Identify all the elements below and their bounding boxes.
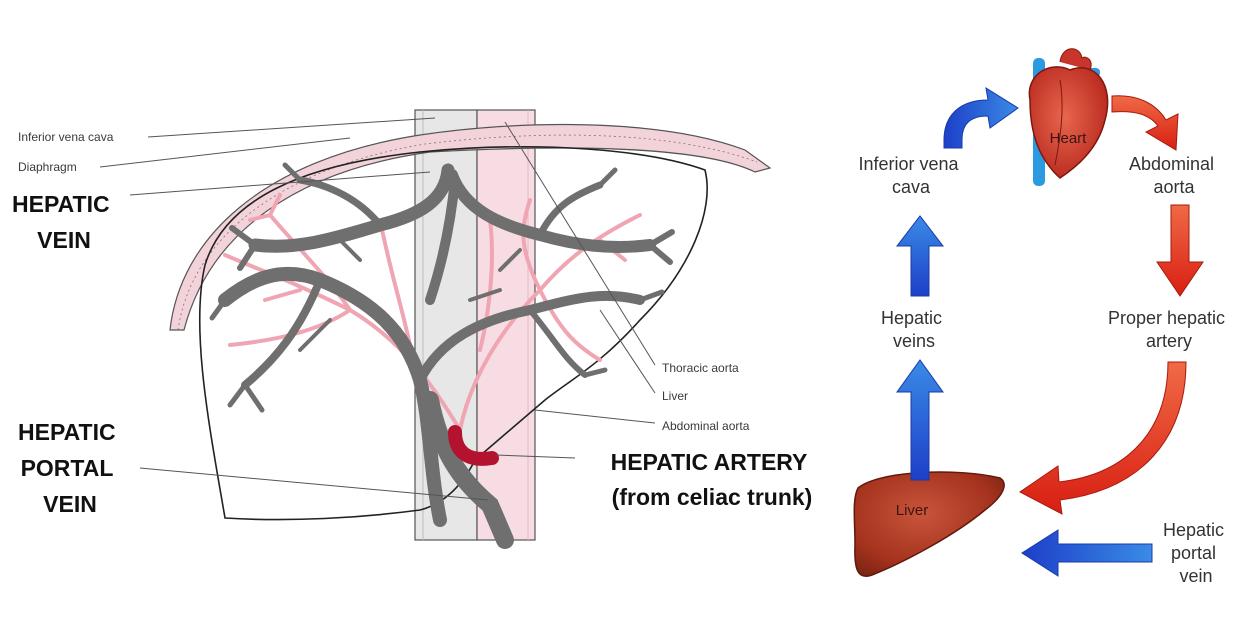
liver-label: Liver [896,502,929,519]
arrow-liver-to-hepatic-veins [896,359,944,481]
node-hepatic-veins: Hepatic veins [881,308,947,351]
arrow-aorta-to-proper-hepatic-artery [1156,204,1204,297]
arrow-ivc-to-heart [943,86,1019,149]
label-thoracic-aorta: Thoracic aorta [662,361,739,375]
arrow-artery-to-liver [1019,361,1187,515]
arrow-heart-to-aorta [1111,95,1179,151]
label-diaphragm: Diaphragm [18,160,77,174]
liver-anatomy-figure: Inferior vena cava Diaphragm Thoracic ao… [12,109,814,549]
node-hepatic-portal-vein: Hepatic portal vein [1163,520,1229,586]
node-proper-hepatic-artery: Proper hepatic artery [1108,308,1230,351]
node-abdominal-aorta: Abdominal aorta [1129,154,1219,197]
arrow-portal-vein-to-liver [1021,529,1153,577]
label-hepatic-portal-vein: HEPATIC PORTAL VEIN [18,419,122,517]
node-inferior-vena-cava: Inferior vena cava [858,154,963,197]
heart-label: Heart [1050,130,1088,147]
heart-icon: Heart [1028,48,1109,186]
label-inferior-vena-cava: Inferior vena cava [18,130,114,144]
liver-icon: Liver [853,471,1005,577]
hepatic-artery-segment [448,425,499,466]
hepatic-artery-branches [223,193,642,432]
blood-flow-figure: Heart Liver Inferior vena cava Abdominal… [853,48,1230,586]
label-liver: Liver [662,389,688,403]
label-hepatic-artery: HEPATIC ARTERY (from celiac trunk) [611,449,814,510]
arrow-hepatic-veins-to-ivc [895,215,945,297]
hepatic-vein-branches [209,162,675,527]
label-abdominal-aorta: Abdominal aorta [662,419,750,433]
hepatic-portal-vein-trunk [421,391,514,549]
label-hepatic-vein: HEPATIC VEIN [12,191,116,253]
